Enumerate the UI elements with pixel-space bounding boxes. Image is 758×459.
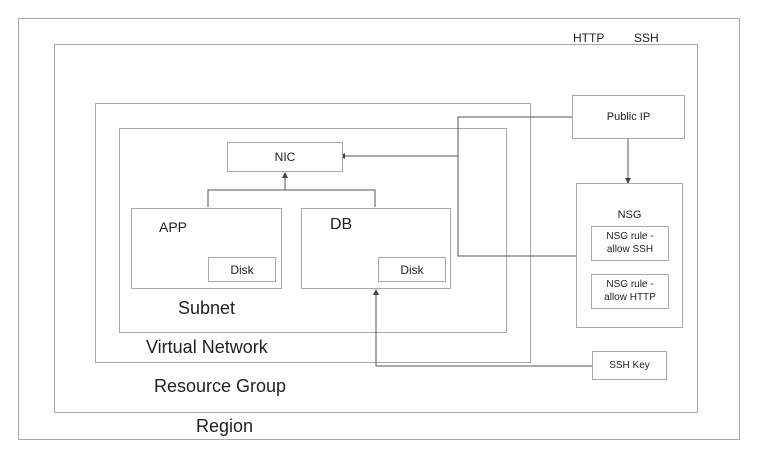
subnet-container — [119, 128, 507, 333]
ssh-key-to-db-connector — [373, 289, 592, 367]
subnet-label: Subnet — [178, 298, 236, 318]
public-ip-label: Public IP — [606, 111, 651, 123]
app-node: APP Disk — [131, 208, 282, 289]
nsg-node: NSG NSG rule - allow SSH NSG rule - allo… — [576, 183, 683, 328]
nsg-rule-ssh-label: NSG rule - allow SSH — [606, 231, 654, 255]
nsg-label: NSG — [617, 209, 642, 221]
db-disk-node: Disk — [378, 257, 446, 282]
nsg-to-vnet-connector — [457, 156, 576, 257]
app-label: APP — [159, 219, 188, 235]
resource-group-label: Resource Group — [154, 376, 287, 396]
db-node: DB Disk — [301, 208, 451, 289]
nsg-rule-ssh-node: NSG rule - allow SSH — [591, 226, 669, 261]
app-disk-node: Disk — [208, 257, 276, 282]
region-container — [54, 44, 698, 413]
app-disk-label: Disk — [230, 262, 254, 277]
nsg-rule-http-label: NSG rule - allow HTTP — [604, 279, 656, 303]
nsg-rule-http-node: NSG rule - allow HTTP — [591, 274, 669, 309]
region-label: Region — [196, 416, 254, 436]
db-label: DB — [330, 216, 353, 233]
virtual-network-label: Virtual Network — [146, 337, 268, 357]
nic-node: NIC — [227, 142, 343, 172]
nic-label: NIC — [274, 150, 296, 164]
public-ip-node: Public IP — [572, 95, 685, 139]
app-db-to-nic-connector — [207, 173, 376, 207]
diagram-frame — [18, 18, 740, 440]
ssh-key-node: SSH Key — [592, 351, 667, 380]
public-ip-to-nic-connector — [339, 116, 572, 159]
ssh-key-label: SSH Key — [609, 360, 650, 371]
resource-group-container — [95, 103, 531, 363]
ssh-label: SSH — [634, 31, 659, 45]
db-disk-label: Disk — [400, 262, 424, 277]
http-label: HTTP — [573, 31, 605, 45]
